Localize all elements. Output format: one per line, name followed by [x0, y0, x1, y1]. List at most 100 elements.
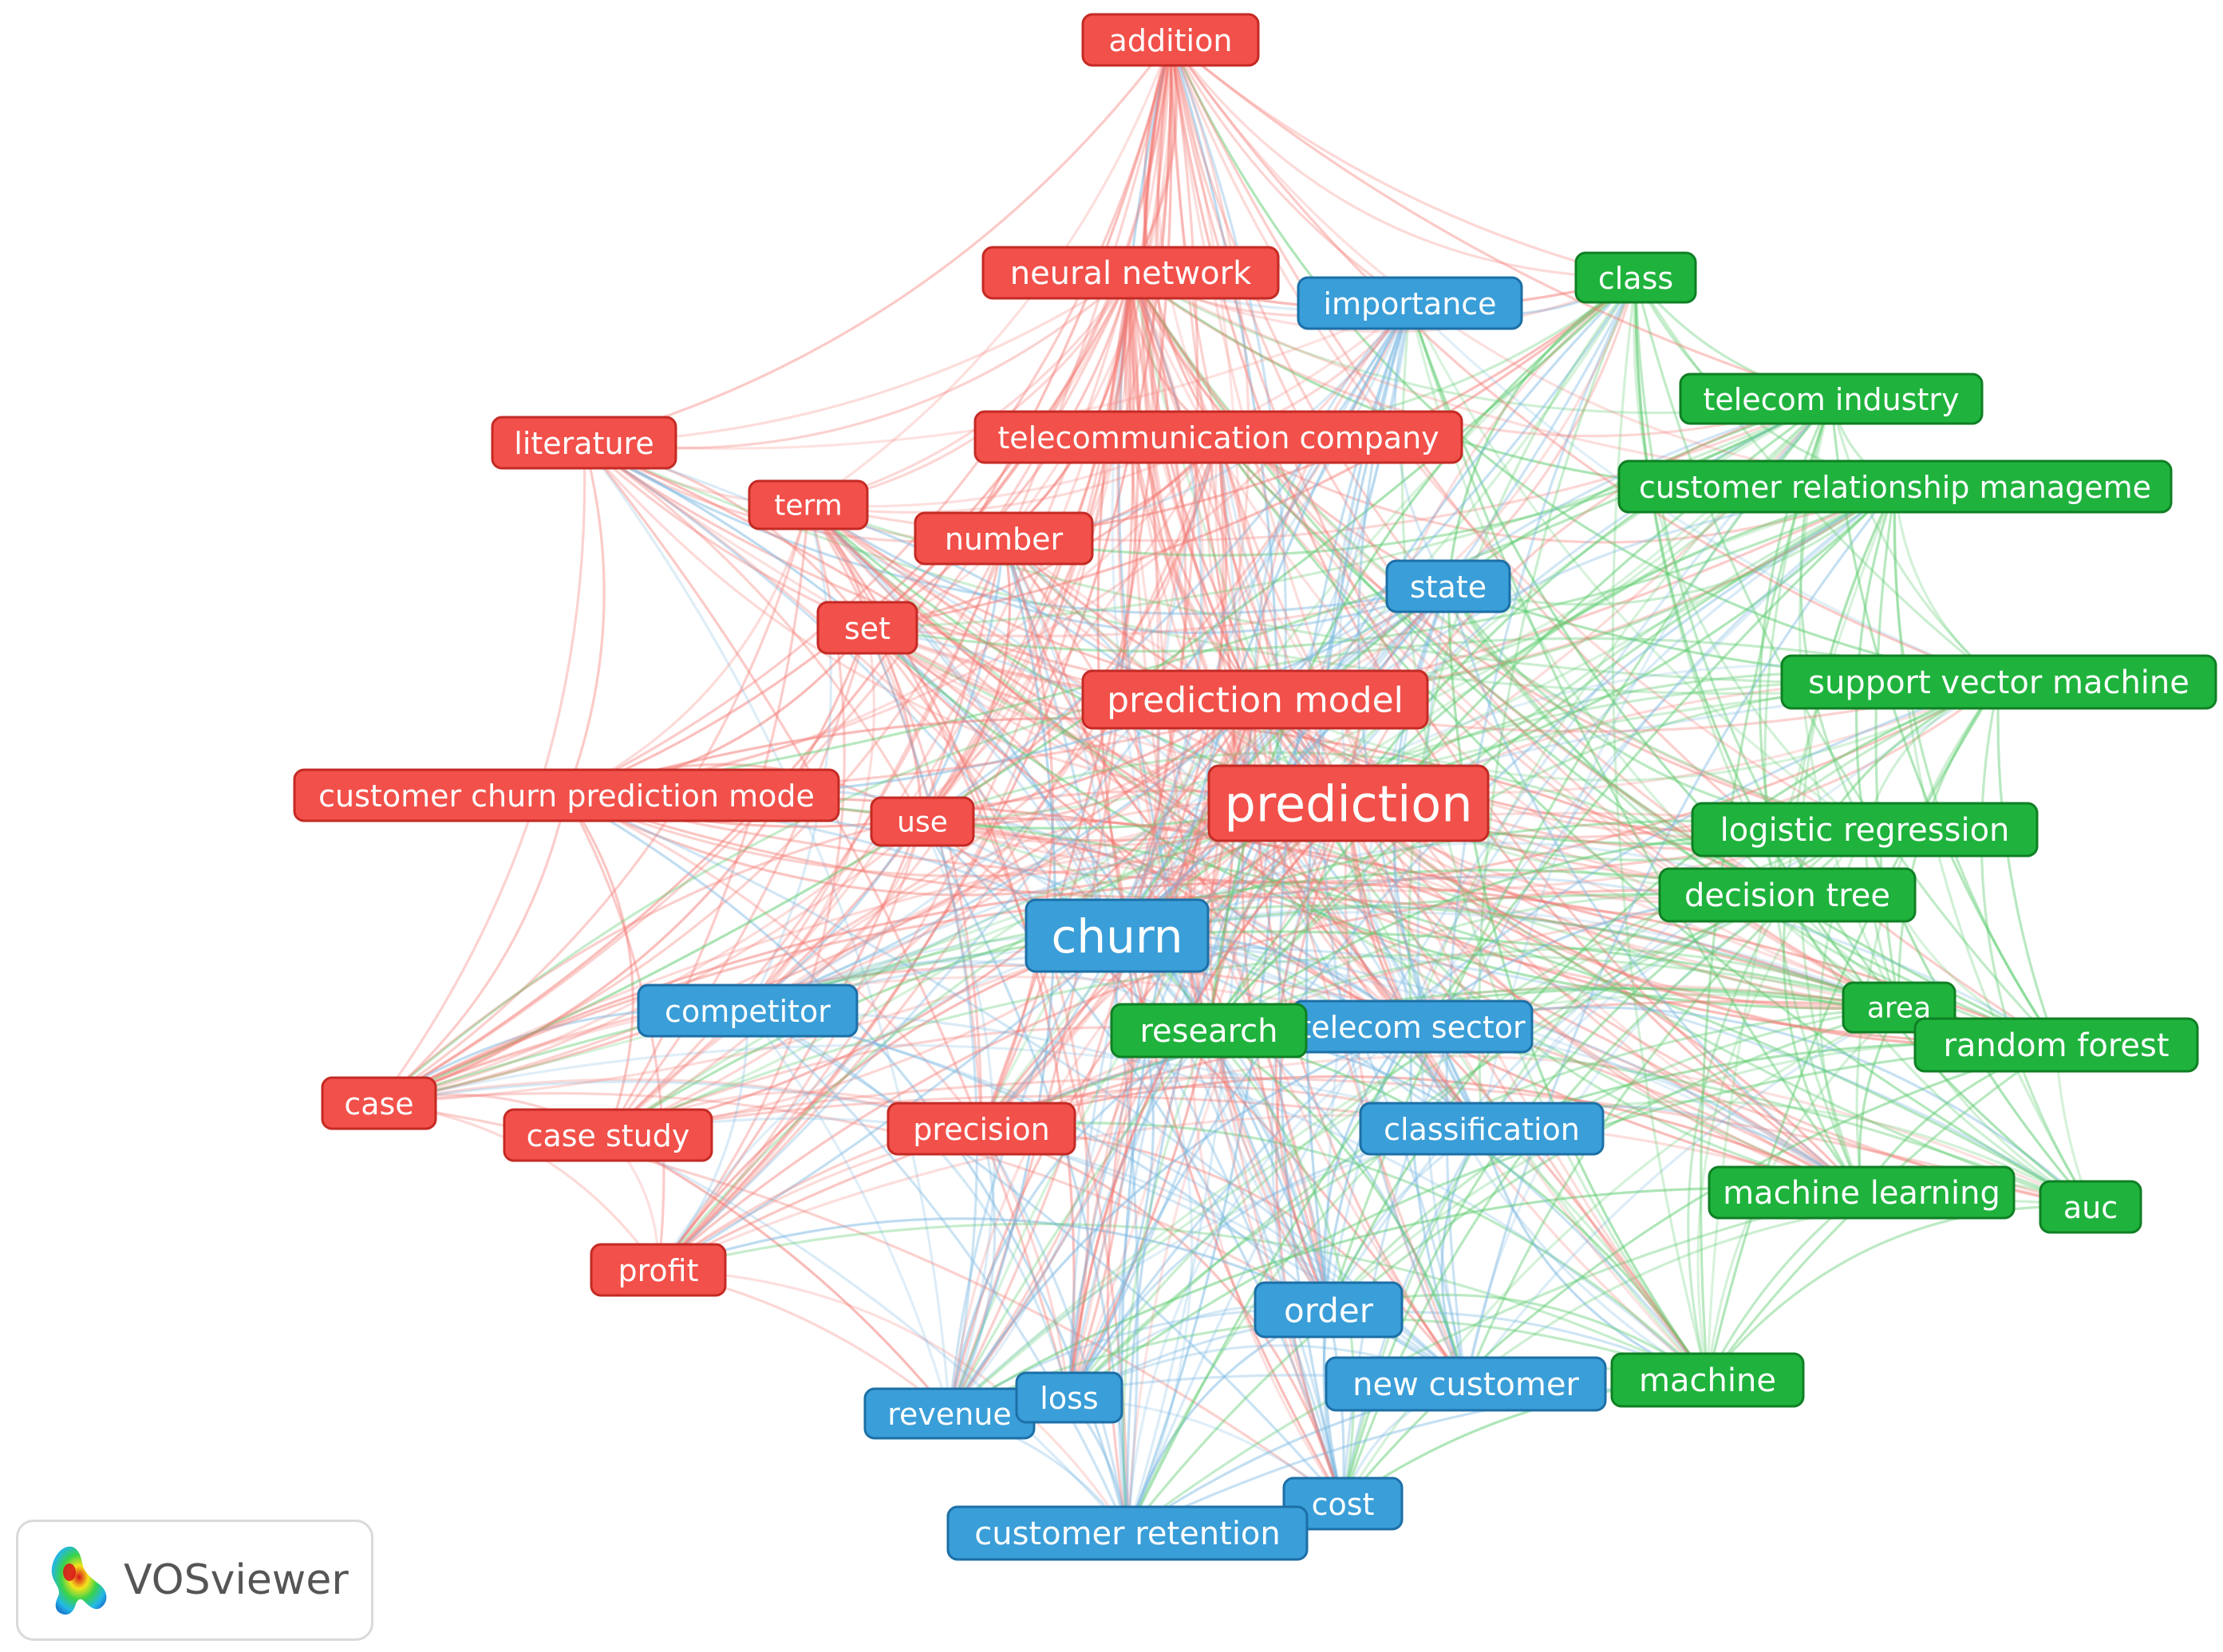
edge-use-cost	[921, 820, 1344, 1504]
node-box	[491, 416, 677, 470]
node-cost[interactable]: cost	[1282, 1477, 1404, 1531]
node-classification[interactable]: classification	[1359, 1102, 1605, 1156]
node-precision[interactable]: precision	[886, 1102, 1076, 1156]
edge-prediction-customer_retention	[1126, 802, 1350, 1534]
edge-telecommunication_company-area	[1217, 436, 1900, 1009]
edge-addition-telecommunication_company	[1143, 39, 1220, 438]
node-state[interactable]: state	[1385, 559, 1511, 613]
edge-revenue-research	[948, 1029, 1210, 1414]
edge-literature-churn	[583, 441, 1119, 936]
node-addition[interactable]: addition	[1081, 13, 1260, 67]
node-label: machine	[1639, 1362, 1776, 1399]
edge-telecom_industry-support_vector_machine	[1830, 398, 2000, 684]
node-box	[1574, 251, 1697, 304]
edge-precision-customer_retention	[980, 1128, 1129, 1534]
node-label: classification	[1384, 1112, 1580, 1147]
node-box	[1207, 764, 1490, 842]
node-profit[interactable]: profit	[590, 1243, 727, 1297]
node-prediction-model[interactable]: prediction model	[1081, 669, 1429, 730]
edge-set-machine_learning	[866, 626, 1862, 1194]
node-label: telecom sector	[1299, 1010, 1526, 1045]
edge-prediction_model-competitor	[747, 698, 1257, 1012]
node-churn[interactable]: churn	[1025, 898, 1210, 973]
edge-addition-classification	[1156, 39, 1483, 1130]
edge-neural_network-class	[1130, 271, 1637, 333]
edge-case-random_forest	[378, 881, 2057, 1105]
node-set[interactable]: set	[816, 601, 918, 655]
node-telecom-sector[interactable]: telecom sector	[1291, 999, 1534, 1054]
edge-addition-telecom_sector	[1140, 39, 1414, 1028]
edge-number-telecom_industry	[1003, 397, 1832, 557]
node-area[interactable]: area	[1842, 981, 1956, 1034]
node-use[interactable]: use	[870, 796, 975, 847]
node-label: research	[1139, 1013, 1277, 1050]
edge-customer_relationship_manageme-area	[1874, 486, 1901, 1008]
node-decision-tree[interactable]: decision tree	[1658, 867, 1917, 923]
node-class[interactable]: class	[1574, 251, 1697, 304]
edge-addition-telecommunication_company	[1156, 39, 1220, 438]
edge-case-order	[378, 1092, 1329, 1311]
node-logistic-regression[interactable]: logistic regression	[1691, 802, 2039, 858]
edge-prediction-new_customer	[1344, 802, 1467, 1385]
node-box	[1658, 867, 1917, 923]
edge-set-customer_relationship_manageme	[867, 485, 1896, 653]
edge-term-order	[807, 503, 1330, 1311]
edge-importance-new_customer	[1321, 302, 1467, 1385]
edge-telecommunication_company-precision	[980, 436, 1228, 1130]
node-case[interactable]: case	[321, 1076, 437, 1130]
node-label: machine learning	[1723, 1175, 2000, 1212]
node-importance[interactable]: importance	[1297, 276, 1523, 330]
edge-neural_network-use	[921, 272, 1132, 823]
node-box	[1708, 1165, 2016, 1220]
node-customer-relationship-manageme[interactable]: customer relationship manageme	[1617, 459, 2173, 514]
node-box	[1081, 13, 1260, 67]
node-telecom-industry[interactable]: telecom industry	[1679, 373, 1984, 425]
node-new-customer[interactable]: new customer	[1325, 1356, 1607, 1412]
edge-prediction-revenue	[948, 802, 1349, 1414]
edge-addition-telecom_sector	[1142, 39, 1414, 1028]
node-random-forest[interactable]: random forest	[1913, 1017, 2199, 1073]
node-box	[2039, 1180, 2142, 1234]
edge-literature-customer_churn_prediction_mode	[565, 442, 606, 796]
edge-telecommunication_company-profit	[657, 436, 1220, 1272]
edge-addition-prediction_model	[1143, 39, 1257, 700]
node-competitor[interactable]: competitor	[637, 984, 859, 1038]
edge-neural_network-prediction	[1128, 272, 1350, 805]
node-literature[interactable]: literature	[491, 416, 677, 470]
edge-telecom_sector-order	[1323, 1025, 1414, 1311]
node-box	[1110, 1003, 1308, 1059]
node-machine-learning[interactable]: machine learning	[1708, 1165, 2016, 1220]
edge-case_study-revenue	[607, 1134, 951, 1415]
node-box	[973, 410, 1463, 464]
node-number[interactable]: number	[914, 511, 1094, 566]
node-machine[interactable]: machine	[1610, 1352, 1805, 1408]
node-order[interactable]: order	[1254, 1281, 1404, 1339]
edge-case-class	[378, 276, 1637, 1105]
node-customer-retention[interactable]: customer retention	[946, 1505, 1309, 1561]
node-box	[748, 479, 869, 530]
edge-churn-order	[1115, 934, 1330, 1311]
node-auc[interactable]: auc	[2039, 1180, 2142, 1234]
edge-customer_churn_prediction_mode-logistic_regression	[566, 794, 1866, 883]
node-prediction[interactable]: prediction	[1207, 764, 1490, 842]
edge-customer_relationship_manageme-auc	[1893, 486, 2092, 1208]
edge-addition-neural_network	[1129, 39, 1179, 274]
node-support-vector-machine[interactable]: support vector machine	[1780, 654, 2217, 710]
edge-set-loss	[866, 626, 1089, 1398]
node-telecommunication-company[interactable]: telecommunication company	[973, 410, 1463, 464]
edge-set-state	[867, 585, 1449, 638]
node-term[interactable]: term	[748, 479, 869, 530]
edge-addition-importance	[1169, 39, 1411, 305]
node-loss[interactable]: loss	[1015, 1371, 1123, 1424]
node-research[interactable]: research	[1110, 1003, 1308, 1059]
node-box	[1359, 1102, 1605, 1156]
node-neural-network[interactable]: neural network	[981, 246, 1280, 300]
edge-telecommunication_company-customer_retention	[1126, 436, 1242, 1534]
node-label: loss	[1040, 1381, 1098, 1416]
node-case-study[interactable]: case study	[503, 1108, 713, 1162]
node-customer-churn-prediction-mode[interactable]: customer churn prediction mode	[293, 768, 840, 822]
node-revenue[interactable]: revenue	[863, 1387, 1036, 1440]
edge-telecom_sector-customer_relationship_manageme	[1411, 485, 1896, 1027]
node-box	[293, 768, 840, 822]
edge-prediction-revenue	[948, 802, 1349, 1414]
